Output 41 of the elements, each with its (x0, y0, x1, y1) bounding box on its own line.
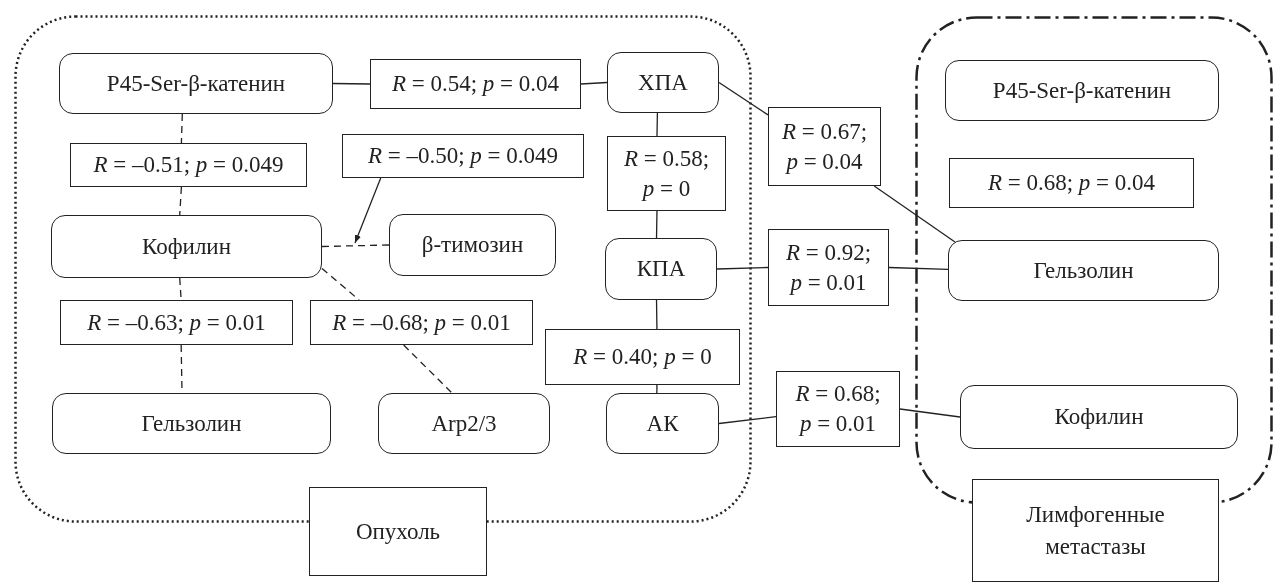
connector (716, 266, 769, 270)
connector (718, 415, 777, 425)
correlation-box: R = 0.54; p = 0.04 (370, 59, 581, 109)
leader-line (354, 177, 382, 244)
protein-box: P45-Ser-β-катенин (59, 53, 333, 114)
correlation-box: R = –0.50; p = 0.049 (342, 134, 584, 178)
correlation-box: R = 0.92; p = 0.01 (768, 229, 889, 306)
connector (655, 210, 658, 239)
connector (580, 81, 608, 85)
correlation-box: R = 0.68; p = 0.01 (776, 371, 900, 447)
protein-box: P45-Ser-β-катенин (945, 60, 1219, 121)
protein-box: Гельзолин (52, 393, 331, 454)
connector (332, 82, 371, 85)
correlation-box: R = –0.63; p = 0.01 (60, 300, 293, 345)
connector (656, 112, 659, 137)
connector (655, 299, 658, 330)
protein-box: Кофилин (960, 385, 1238, 449)
protein-box: Гельзолин (948, 240, 1219, 301)
dashed-connector (180, 113, 183, 144)
dashed-connector (403, 344, 453, 394)
region-label: Опухоль (309, 487, 487, 576)
correlation-box: R = 0.58; p = 0 (607, 136, 726, 211)
correlation-box: R = 0.68; p = 0.04 (949, 158, 1194, 208)
protein-box: КПА (605, 238, 717, 300)
region-label: Лимфогенные метастазы (972, 479, 1219, 582)
protein-box: АК (606, 393, 719, 454)
correlation-box: R = –0.51; p = 0.049 (70, 143, 307, 187)
connector (888, 266, 949, 270)
correlation-box: R = 0.40; p = 0 (545, 329, 740, 385)
dashed-connector (179, 186, 183, 216)
connector (873, 185, 956, 243)
protein-box: Arp2/3 (378, 393, 550, 454)
connector (899, 408, 961, 418)
connector (718, 81, 769, 116)
connector (656, 384, 658, 394)
protein-box: ХПА (607, 52, 719, 113)
protein-box: Кофилин (51, 215, 322, 278)
protein-box: β-тимозин (389, 214, 556, 276)
dashed-connector (321, 244, 390, 248)
correlation-box: R = –0.68; p = 0.01 (310, 300, 533, 345)
correlation-box: R = 0.67; p = 0.04 (768, 107, 881, 186)
